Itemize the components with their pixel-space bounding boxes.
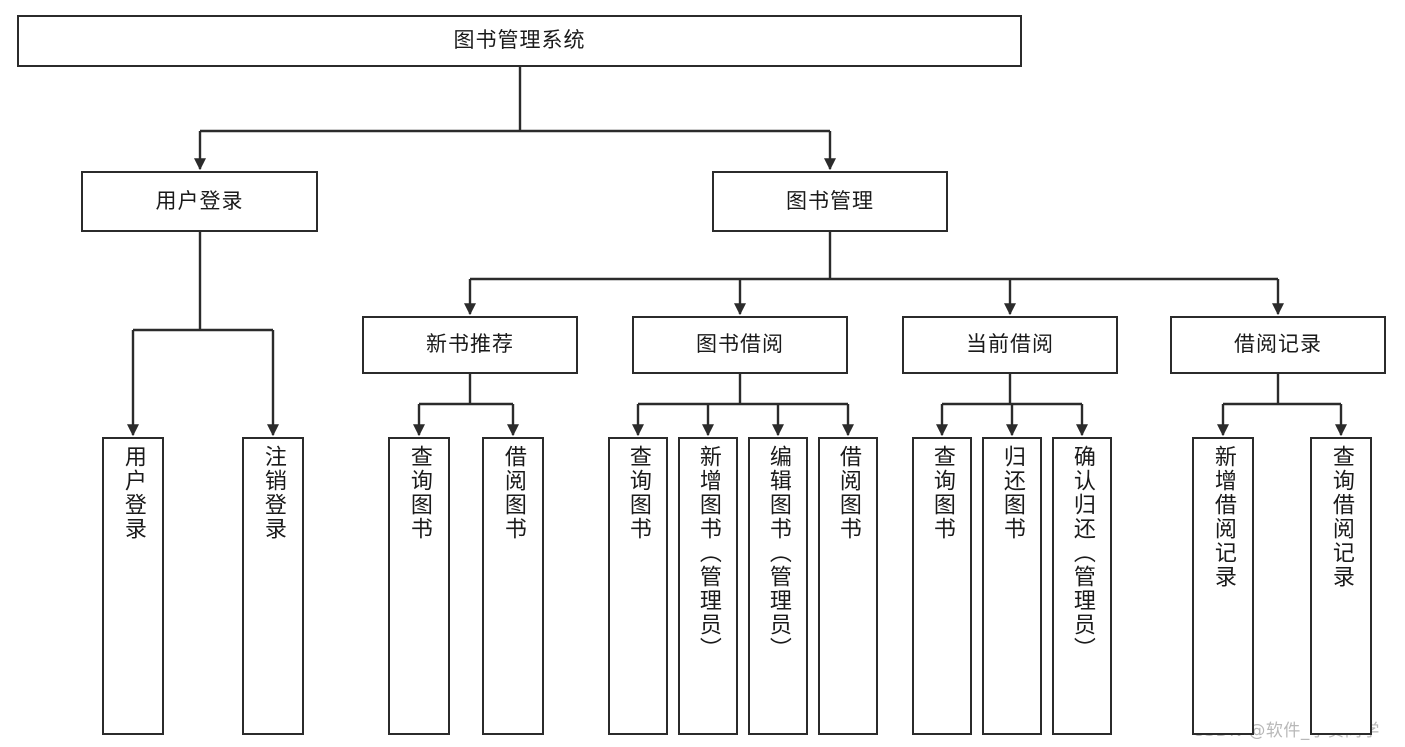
node-label: 归还图书 bbox=[999, 445, 1025, 541]
node-label: 查询图书 bbox=[929, 445, 955, 541]
node-label: 当前借阅 bbox=[966, 332, 1054, 357]
node-label: 确认归还（管理员） bbox=[1069, 445, 1095, 661]
node-leaf-add-book[interactable]: 新增图书（管理员） bbox=[678, 437, 738, 735]
node-leaf-borrow-book-2[interactable]: 借阅图书 bbox=[818, 437, 878, 735]
node-borrow-record[interactable]: 借阅记录 bbox=[1170, 316, 1386, 374]
node-leaf-borrow-book-1[interactable]: 借阅图书 bbox=[482, 437, 544, 735]
node-label: 查询借阅记录 bbox=[1328, 445, 1354, 589]
node-label: 新增图书（管理员） bbox=[695, 445, 721, 661]
node-leaf-return-book[interactable]: 归还图书 bbox=[982, 437, 1042, 735]
node-leaf-logout[interactable]: 注销登录 bbox=[242, 437, 304, 735]
node-leaf-query-book-2[interactable]: 查询图书 bbox=[608, 437, 668, 735]
node-leaf-user-login[interactable]: 用户登录 bbox=[102, 437, 164, 735]
node-label: 图书管理 bbox=[786, 188, 874, 213]
node-leaf-add-record[interactable]: 新增借阅记录 bbox=[1192, 437, 1254, 735]
node-label: 查询图书 bbox=[625, 445, 651, 541]
node-current-borrow[interactable]: 当前借阅 bbox=[902, 316, 1118, 374]
node-label: 新书推荐 bbox=[426, 332, 514, 357]
node-leaf-confirm-return[interactable]: 确认归还（管理员） bbox=[1052, 437, 1112, 735]
node-leaf-query-book-1[interactable]: 查询图书 bbox=[388, 437, 450, 735]
node-label: 查询图书 bbox=[406, 445, 432, 541]
node-root[interactable]: 图书管理系统 bbox=[17, 15, 1022, 67]
node-label: 借阅图书 bbox=[500, 445, 526, 541]
node-label: 新增借阅记录 bbox=[1210, 445, 1236, 589]
node-leaf-edit-book[interactable]: 编辑图书（管理员） bbox=[748, 437, 808, 735]
node-leaf-query-record[interactable]: 查询借阅记录 bbox=[1310, 437, 1372, 735]
node-label: 借阅记录 bbox=[1234, 332, 1322, 357]
node-user-login[interactable]: 用户登录 bbox=[81, 171, 318, 232]
node-label: 图书借阅 bbox=[696, 332, 784, 357]
node-label: 借阅图书 bbox=[835, 445, 861, 541]
node-label: 图书管理系统 bbox=[453, 28, 586, 53]
node-label: 用户登录 bbox=[155, 188, 244, 213]
node-book-manage[interactable]: 图书管理 bbox=[712, 171, 948, 232]
node-label: 编辑图书（管理员） bbox=[765, 445, 791, 661]
node-new-book-recommend[interactable]: 新书推荐 bbox=[362, 316, 578, 374]
node-label: 用户登录 bbox=[120, 445, 146, 541]
node-leaf-query-book-3[interactable]: 查询图书 bbox=[912, 437, 972, 735]
node-book-borrow[interactable]: 图书借阅 bbox=[632, 316, 848, 374]
node-label: 注销登录 bbox=[260, 445, 286, 541]
